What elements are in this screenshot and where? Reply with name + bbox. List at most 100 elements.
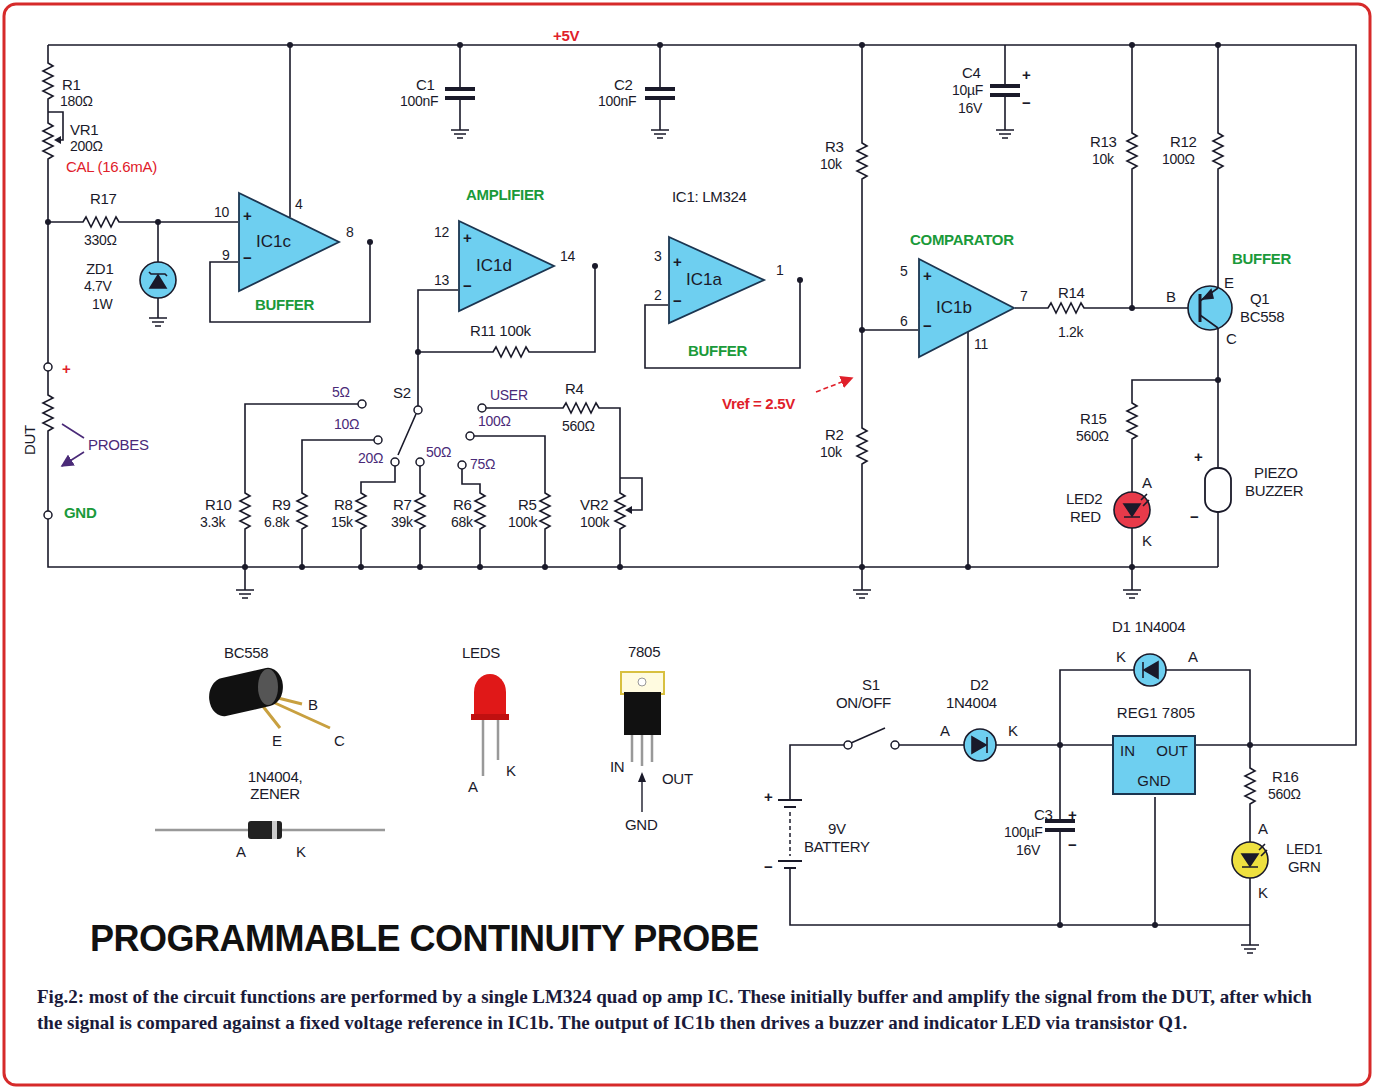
switch-contacts [844, 741, 852, 749]
resistor-symbol [43, 60, 53, 100]
schematic-label: 8 [346, 224, 354, 240]
schematic-label: BC558 [1240, 308, 1284, 325]
schematic-label: BC558 [224, 644, 268, 661]
figure-caption: Fig.2: most of the circuit functions are… [37, 984, 1337, 1035]
switch-contacts [891, 741, 899, 749]
switch-contacts [458, 461, 466, 469]
schematic-label: 100k [508, 514, 537, 530]
schematic-label: A [1258, 820, 1268, 837]
schematic-label: R15 [1080, 410, 1107, 427]
schematic-label: 1 [776, 262, 784, 278]
schematic-label: − [243, 249, 251, 266]
schematic-label: E [272, 732, 282, 749]
diode-symbols [1124, 504, 1140, 516]
schematic-label: R5 [518, 496, 537, 513]
schematic-label: 330Ω [84, 232, 117, 248]
junction-dots [1057, 742, 1063, 748]
diode-symbols [986, 737, 988, 753]
regulator-pin-name: OUT [1156, 742, 1188, 759]
schematic-label: 68k [451, 514, 473, 530]
schematic-label: 4 [295, 196, 303, 212]
schematic-label: BUFFER [688, 342, 747, 359]
diagram-title: PROGRAMMABLE CONTINUITY PROBE [90, 918, 759, 960]
component-pictures [624, 692, 661, 735]
ground-symbol [651, 130, 669, 138]
schematic-label: D1 1N4004 [1112, 618, 1185, 635]
diode-symbols [972, 737, 986, 753]
schematic-label: 10k [820, 156, 842, 172]
schematic-label: 560Ω [1268, 786, 1301, 802]
schematic-label: S2 [393, 384, 411, 401]
schematic-label: GRN [1288, 858, 1320, 875]
diode-symbols [150, 275, 166, 288]
resistor-symbol [415, 490, 425, 530]
schematic-label: 9 [222, 247, 230, 263]
component-pictures [258, 669, 278, 705]
diode-symbols [964, 729, 996, 761]
switch-contacts [44, 363, 52, 371]
ground-symbol [1123, 590, 1141, 598]
regulator-heading: REG1 7805 [1100, 704, 1212, 721]
resistor-symbol [1045, 303, 1085, 313]
diode-symbols [140, 262, 1268, 878]
schematic-label: AMPLIFIER [466, 186, 544, 203]
schematic-label: IC1: LM324 [672, 188, 747, 205]
schematic-label: + [673, 253, 681, 270]
junction-dots [415, 349, 421, 355]
schematic-label: R9 [272, 496, 291, 513]
switch-contacts [466, 432, 474, 440]
schematic-label: − [673, 292, 681, 309]
schematic-label: K [1008, 722, 1018, 739]
leader-arrows [62, 424, 84, 466]
ground-symbol [996, 130, 1014, 138]
schematic-label: K [296, 843, 306, 860]
resistor-symbol [80, 217, 120, 227]
regulator-pin-name: GND [1114, 772, 1194, 789]
resistor-symbol [240, 490, 250, 530]
capacitor-symbol [645, 87, 675, 91]
switch-contacts [851, 728, 885, 743]
schematic-label: Q1 [1250, 290, 1269, 307]
schematic-label: 7805 [628, 643, 660, 660]
resistor-symbol [43, 120, 53, 160]
transistor-symbol [1200, 288, 1218, 328]
junction-dots [542, 564, 548, 570]
schematic-label: + [1022, 66, 1030, 83]
schematic-label: PIEZO [1254, 464, 1298, 481]
schematic-label: BATTERY [804, 838, 870, 855]
schematic-label: RED [1070, 508, 1101, 525]
schematic-label: 13 [434, 272, 449, 288]
capacitor-symbol [445, 96, 475, 100]
schematic-label: GND [625, 816, 657, 833]
diode-symbols [1124, 494, 1149, 517]
schematic-label: 16V [958, 100, 982, 116]
junction-dots [617, 564, 623, 570]
schematic-label: 15k [331, 514, 353, 530]
schematic-label: 6.8k [264, 514, 289, 530]
schematic-label: 100µF [1004, 824, 1042, 840]
junction-dots [358, 564, 364, 570]
op-amp-name: IC1b [936, 298, 972, 318]
schematic-label: COMPARATOR [910, 231, 1014, 248]
schematic-label: K [1258, 884, 1268, 901]
schematic-label: − [1068, 836, 1076, 853]
capacitor-symbol [445, 84, 1075, 832]
schematic-label: 10 [214, 204, 229, 220]
schematic-label: BUFFER [255, 296, 314, 313]
diode-symbols [140, 262, 176, 298]
resistor-symbol [857, 140, 867, 180]
schematic-label: − [463, 277, 471, 294]
switch-contacts [478, 404, 486, 412]
junction-dots [1129, 564, 1135, 570]
junction-dots [859, 327, 865, 333]
junction-dots [242, 564, 248, 570]
schematic-label: IN [610, 758, 624, 775]
switch-contacts [414, 406, 422, 414]
schematic-label: A [1142, 474, 1152, 491]
component-pictures [632, 735, 652, 766]
transistor-symbol [1188, 286, 1232, 330]
schematic-label: D2 [970, 676, 989, 693]
piezo-buzzer [1205, 468, 1231, 512]
op-amp-outline [669, 237, 764, 323]
